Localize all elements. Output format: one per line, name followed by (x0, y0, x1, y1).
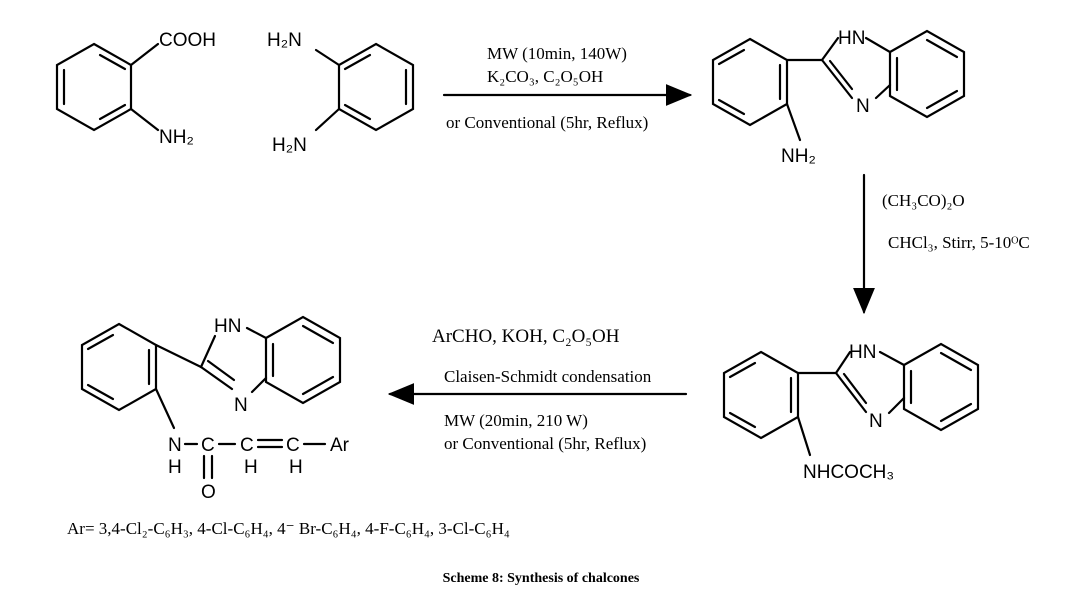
h2n-bottom-label: H₂N (272, 135, 307, 156)
fused-benzene-ring (264, 315, 342, 405)
chain-c2-label: C (240, 435, 254, 456)
carbonyl-o-label: O (201, 482, 216, 503)
n-label: N (856, 96, 870, 117)
step3-condition-4: or Conventional (5hr, Reflux) (444, 434, 646, 453)
scheme-caption: Scheme 8: Synthesis of chalcones (443, 571, 640, 586)
reactant-phenylenediamine: H₂N H₂N (267, 30, 415, 156)
h-c2-label: H (244, 457, 258, 478)
n-label: N (234, 395, 248, 416)
reactant-anthranilic-acid: COOH NH₂ (55, 30, 216, 148)
h2n-top-label: H₂N (267, 30, 302, 51)
step3-condition-3: MW (20min, 210 W) (444, 411, 588, 430)
step1-condition-3: or Conventional (5hr, Reflux) (446, 113, 648, 132)
nh2-label: NH₂ (159, 127, 194, 148)
step2-condition-1: (CH₃CO)₂O (882, 191, 965, 210)
phenyl-ring (711, 37, 789, 127)
nh2-label: NH₂ (781, 146, 816, 167)
h-c3-label: H (289, 457, 303, 478)
step1-condition-1: MW (10min, 140W) (487, 44, 627, 63)
substituent-prefix: Ar= (67, 519, 99, 538)
cooh-label: COOH (159, 30, 216, 51)
imidazole-ring (199, 326, 268, 394)
chain-c1-label: C (201, 435, 215, 456)
phenyl-ring (80, 322, 158, 412)
benzene-ring (55, 42, 133, 132)
fused-benzene-ring (902, 342, 980, 432)
nhcoch3-label: NHCOCH₃ (803, 462, 894, 483)
propenone-chain: N C C C Ar H H H O (168, 435, 350, 503)
chain-n-label: N (168, 435, 182, 456)
substituent-values: 3,4-Cl₂-C₆H₃, 4-Cl-C₆H₄, 4⁻ Br-C₆H₄, 4-F… (99, 519, 510, 538)
product1-aminophenyl-benzimidazole: NH₂ HN N (711, 28, 966, 167)
imidazole-ring (834, 350, 906, 415)
step2-condition-2: CHCl₃, Stirr, 5-10ᴼC (888, 233, 1030, 252)
nh-label: HN (849, 342, 876, 363)
nh-label: HN (214, 316, 241, 337)
benzene-ring (337, 42, 415, 132)
phenyl-ring (722, 350, 800, 440)
step3-condition-1: ArCHO, KOH, C₂O₅OH (432, 326, 620, 347)
n-label: N (869, 411, 883, 432)
product3-chalcone: HN N N C C C Ar H H H O (80, 315, 350, 503)
chain-c3-label: C (286, 435, 300, 456)
imidazole-ring (820, 36, 892, 100)
h-n-label: H (168, 457, 182, 478)
chain-ar-label: Ar (330, 435, 350, 456)
substituent-list: Ar= 3,4-Cl₂-C₆H₃, 4-Cl-C₆H₄, 4⁻ Br-C₆H₄,… (67, 519, 510, 538)
step1-condition-2: K₂CO₃, C₂O₅OH (487, 67, 603, 86)
nh-label: HN (838, 28, 865, 49)
fused-benzene-ring (888, 29, 966, 119)
step3-condition-2: Claisen-Schmidt condensation (444, 367, 652, 386)
product2-acetamide: NHCOCH₃ HN N (722, 342, 980, 483)
